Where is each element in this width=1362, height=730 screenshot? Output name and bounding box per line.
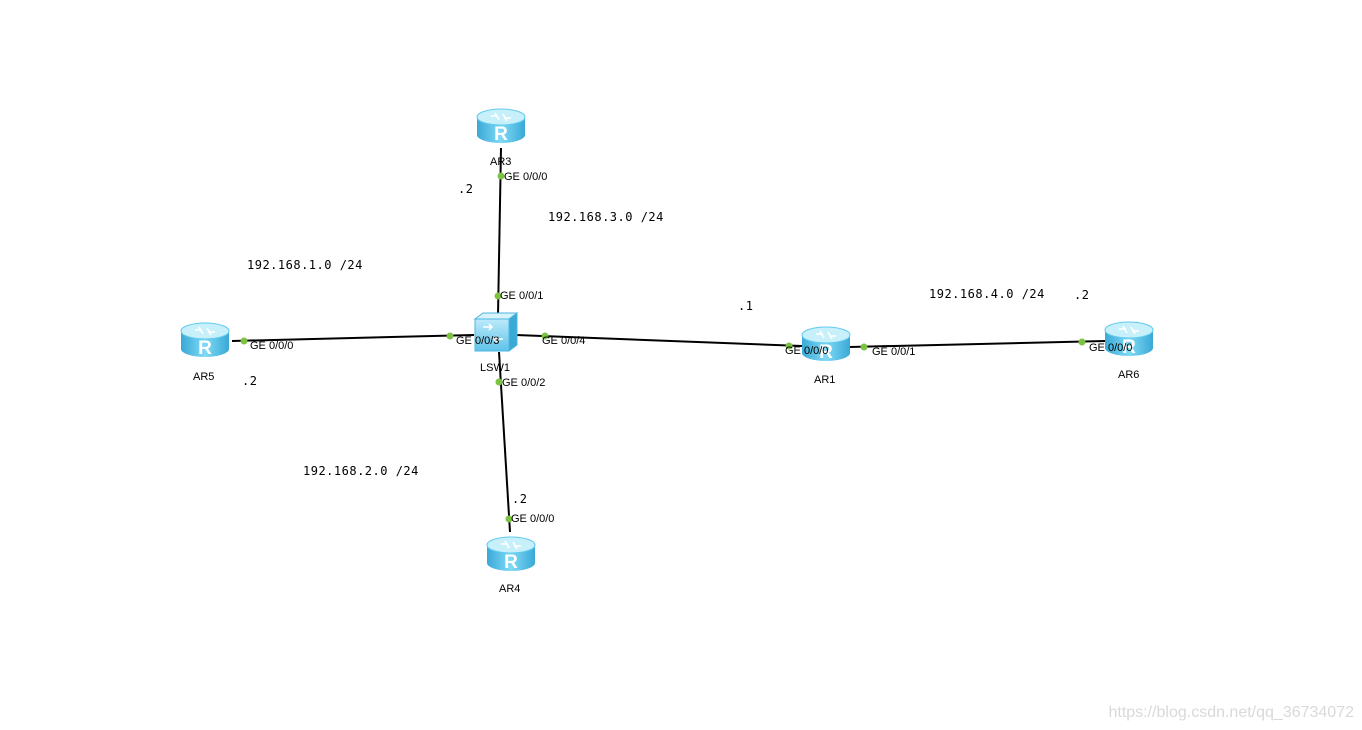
port-dot-lsw1-g003 (446, 332, 454, 340)
network-label-192-168-1: 192.168.1.0 /24 (247, 258, 363, 272)
port-dot-lsw1-g002 (495, 378, 503, 386)
router-icon[interactable] (486, 536, 536, 574)
host-suffix-ar4: .2 (512, 492, 528, 506)
switch-icon[interactable] (473, 312, 519, 352)
port-dot-ar4-g000 (505, 515, 513, 523)
router-icon[interactable] (476, 108, 526, 146)
port-label-lsw1-g002: GE 0/0/2 (502, 377, 546, 389)
port-label-ar3-g000: GE 0/0/0 (504, 171, 548, 183)
device-name-ar6: AR6 (1118, 369, 1140, 381)
host-suffix-ar3: .2 (458, 182, 474, 196)
host-suffix-ar1: .1 (738, 299, 754, 313)
port-dot-ar3-g000 (497, 172, 505, 180)
watermark-text: https://blog.csdn.net/qq_36734072 (1108, 704, 1354, 721)
device-name-ar5: AR5 (193, 371, 215, 383)
network-label-192-168-3: 192.168.3.0 /24 (548, 210, 664, 224)
network-label-192-168-4: 192.168.4.0 /24 (929, 287, 1045, 301)
port-label-lsw1-g001: GE 0/0/1 (500, 290, 544, 302)
port-dot-ar5-g000 (240, 337, 248, 345)
port-dots (240, 172, 1086, 523)
device-name-ar1: AR1 (814, 374, 836, 386)
device-name-ar3: AR3 (490, 156, 512, 168)
port-dot-lsw1-g004 (541, 332, 549, 340)
link-ar1-ar6[interactable] (849, 340, 1106, 348)
port-label-lsw1-g003: GE 0/0/3 (456, 335, 500, 347)
port-label-ar5-g000: GE 0/0/0 (250, 340, 294, 352)
port-dot-ar1-g000 (785, 342, 793, 350)
device-name-ar4: AR4 (499, 583, 521, 595)
network-label-192-168-2: 192.168.2.0 /24 (303, 464, 419, 478)
port-label-ar1-g001: GE 0/0/1 (872, 346, 916, 358)
port-label-lsw1-g004: GE 0/0/4 (542, 335, 586, 347)
port-dot-ar6-g000 (1078, 338, 1086, 346)
port-label-ar4-g000: GE 0/0/0 (511, 513, 555, 525)
link-ar5-lsw1[interactable] (231, 334, 475, 342)
port-label-ar1-g000: GE 0/0/0 (785, 345, 829, 357)
link-lsw1-ar1[interactable] (515, 334, 803, 347)
port-dot-ar1-g001 (860, 343, 868, 351)
port-label-ar6-g000: GE 0/0/0 (1089, 342, 1133, 354)
host-suffix-ar6: .2 (1074, 288, 1090, 302)
host-suffix-ar5: .2 (242, 374, 258, 388)
port-dot-lsw1-g001 (494, 292, 502, 300)
router-icon[interactable] (180, 322, 230, 360)
device-name-lsw1: LSW1 (480, 362, 510, 374)
